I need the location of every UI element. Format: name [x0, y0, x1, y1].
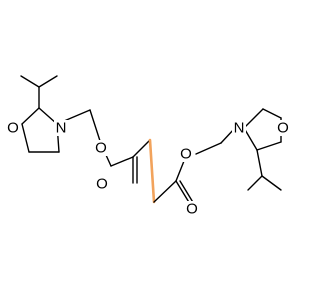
left-ethyl-linker	[56, 109, 112, 167]
bond	[262, 108, 282, 119]
bond	[256, 141, 282, 151]
structure-canvas: O N O O O O N O	[5, 75, 291, 218]
bond	[132, 139, 151, 158]
bond	[153, 180, 177, 203]
oxygen-atom-label: O	[95, 140, 107, 157]
bond	[110, 156, 134, 167]
bond	[38, 75, 58, 88]
bond	[21, 107, 40, 125]
bond	[256, 149, 263, 177]
bond	[195, 142, 222, 155]
oxygen-atom-label: O	[96, 176, 108, 193]
chemical-structure-diagram: O N O O O O N O	[5, 75, 291, 218]
bond	[261, 175, 282, 191]
bond	[20, 75, 40, 88]
oxygen-atom-label: O	[7, 120, 19, 137]
highlighted-bond	[148, 138, 156, 204]
bond	[243, 127, 258, 151]
bond	[243, 108, 264, 129]
atom-labels: O N O O O O N O	[5, 120, 291, 218]
oxygen-atom-label: O	[186, 201, 198, 218]
oxygen-atom-label: O	[180, 146, 192, 163]
right-oxazolidine-group	[243, 108, 282, 191]
bond	[175, 180, 191, 205]
oxygen-atom-label: O	[277, 120, 289, 137]
nitrogen-atom-label: N	[56, 120, 67, 137]
left-oxazolidine-group	[20, 75, 60, 153]
bond	[89, 109, 102, 145]
right-ethyl-linker	[195, 127, 236, 155]
bond	[247, 175, 263, 191]
succinate-core	[110, 138, 195, 205]
bond	[21, 123, 30, 153]
bond	[179, 180, 195, 205]
nitrogen-atom-label: N	[234, 120, 245, 137]
